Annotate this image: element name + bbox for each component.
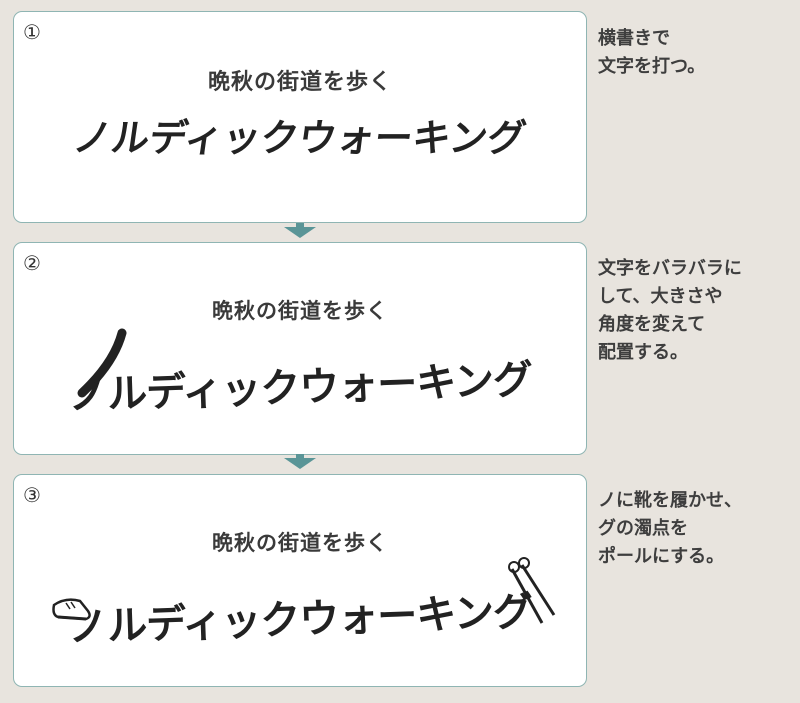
step-2-note: 文字をバラバラに して、大きさや 角度を変えて 配置する。 <box>598 258 742 363</box>
panel-subtitle: 晩秋の街道を歩く <box>212 299 388 323</box>
katakana-no-stroke <box>77 328 127 398</box>
decoration-art <box>52 557 556 624</box>
down-arrow-icon <box>284 227 316 238</box>
step-3-panel: ③ 晩秋の街道を歩く ノルディックウォーキング <box>13 474 587 687</box>
step-2-panel: ② 晩秋の街道を歩く ノルディックウォーキング <box>13 242 587 455</box>
arrow-stem <box>296 223 304 227</box>
step-1-note: 横書きで 文字を打つ。 <box>598 28 706 77</box>
step-number: ② <box>23 251 41 275</box>
step-1-panel: ① 晩秋の街道を歩く ノルディックウォーキング <box>13 11 587 223</box>
down-arrow-icon <box>284 458 316 469</box>
panel-subtitle: 晩秋の街道を歩く <box>207 70 392 95</box>
arrow-stem <box>296 454 304 458</box>
shoe-icon <box>52 598 91 621</box>
panel-subtitle: 晩秋の街道を歩く <box>212 531 388 555</box>
scattered-title-art <box>77 328 127 398</box>
walking-pole-icon <box>508 557 556 624</box>
panel-main-title: ノルディックウォーキング <box>70 116 529 160</box>
step-number: ① <box>23 20 41 44</box>
step-number: ③ <box>23 483 41 507</box>
step-3-note: ノに靴を履かせ、 グの濁点を ポールにする。 <box>598 490 742 567</box>
